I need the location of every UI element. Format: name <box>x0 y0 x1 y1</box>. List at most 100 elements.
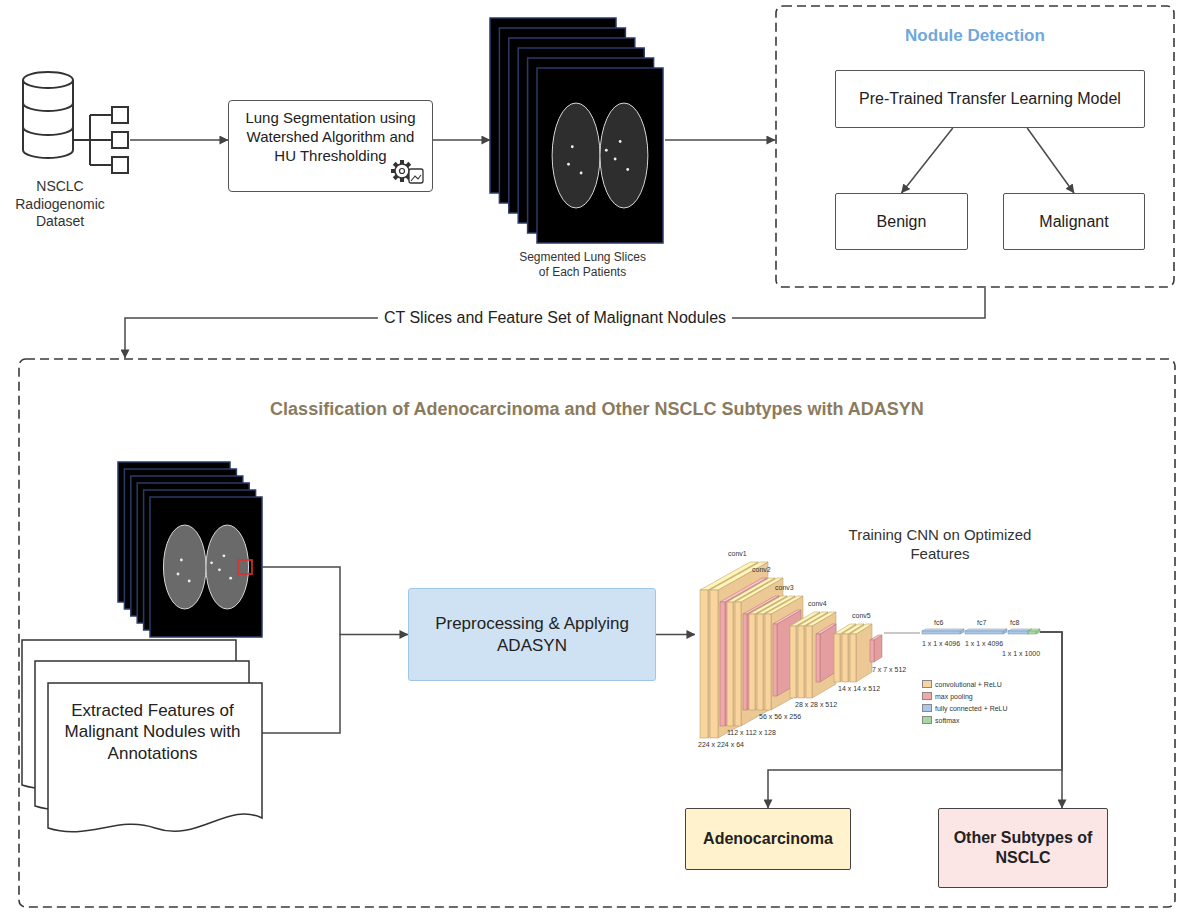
ct-slice <box>537 68 663 243</box>
cylinder-band <box>23 103 73 135</box>
connector-arrow <box>665 139 775 141</box>
vessel-dot <box>210 561 213 564</box>
layer-top <box>850 624 872 634</box>
layer-link <box>884 633 920 634</box>
vessel-dot <box>218 568 221 571</box>
dimension-label: 224 x 224 x 64 <box>698 741 744 748</box>
layer-front <box>727 602 733 726</box>
nodule-marker <box>238 560 252 574</box>
legend-row: convolutional + ReLU <box>922 680 1002 688</box>
image-mountain <box>411 175 421 181</box>
merge-wire <box>262 567 340 635</box>
dimension-label: 14 x 14 x 512 <box>838 685 880 692</box>
node-text: Adenocarcinoma <box>703 829 833 849</box>
group-title: Nodule Detection <box>775 25 1175 46</box>
connector-arrow <box>262 635 408 734</box>
vessel-dot <box>626 168 629 171</box>
tree-square <box>112 132 128 148</box>
legend-text: softmax <box>935 717 960 724</box>
layer-label: conv5 <box>852 612 871 619</box>
legend-text: max pooling <box>935 693 973 700</box>
layer-front <box>798 626 804 698</box>
node-text: Pre-Trained Transfer Learning Model <box>859 89 1121 109</box>
layer-label: conv4 <box>808 600 827 607</box>
vessel-dot <box>605 149 608 152</box>
edge-label: CT Slices and Feature Set of Malignant N… <box>378 308 732 328</box>
vessel-dot <box>188 580 191 583</box>
layer-front <box>757 614 763 710</box>
dimension-label: 56 x 56 x 256 <box>759 713 801 720</box>
tree-square <box>112 157 128 173</box>
gear-hole <box>400 169 405 174</box>
ct-stack-illustration <box>118 462 262 637</box>
connector-arrow <box>656 634 695 636</box>
tree-lines <box>73 115 112 165</box>
group-title: Classification of Adenocarcinoma and Oth… <box>18 398 1176 421</box>
layer-top <box>922 629 964 631</box>
dashed-border <box>776 6 1174 287</box>
connector-arrow <box>1040 632 1062 808</box>
layer-front <box>965 631 1003 634</box>
layer-front <box>816 634 820 682</box>
vessel-dot <box>567 163 570 166</box>
icon-caption: NSCLC Radiogenomic Dataset <box>8 178 112 231</box>
legend-swatch <box>922 692 932 700</box>
layer-top <box>965 629 1007 631</box>
connector-arrow <box>130 139 228 141</box>
legend-row: max pooling <box>922 692 973 700</box>
layer-front <box>1028 631 1036 634</box>
node-text: Benign <box>877 212 927 232</box>
vessel-dot <box>619 140 622 143</box>
image-stack: Segmented Lung Slices of Each Patients <box>490 18 665 288</box>
process-box: Lung Segmentation using Watershed Algori… <box>228 100 433 192</box>
gear-image-icon <box>390 156 426 186</box>
layer-top <box>816 624 836 634</box>
class-box: Benign <box>835 193 968 250</box>
node-text: Malignant <box>1039 212 1108 232</box>
lung-left <box>552 103 600 208</box>
node-text: Training CNN on Optimized Features <box>840 526 1040 564</box>
node-text: Other Subtypes of NSCLC <box>947 828 1099 868</box>
layer-front <box>842 634 848 682</box>
layer-front <box>765 614 771 710</box>
layer-front <box>790 626 796 698</box>
cnn-illustration <box>695 522 1040 750</box>
layer-front <box>850 634 856 682</box>
layer-front <box>1008 631 1028 634</box>
gear-body <box>395 164 409 178</box>
legend-swatch <box>922 680 932 688</box>
cylinder-top <box>23 72 73 88</box>
layer-front <box>749 614 755 710</box>
output-box: Adenocarcinoma <box>685 808 851 870</box>
legend-row: fully connected + ReLU <box>922 704 1008 712</box>
dashed-border <box>19 359 1175 907</box>
legend-row: softmax <box>922 716 960 724</box>
connector-arrow <box>902 128 953 193</box>
lung-right <box>206 525 249 609</box>
ct-slice-stack <box>490 18 665 248</box>
connector-arrow <box>1027 128 1074 193</box>
legend-swatch <box>922 716 932 724</box>
layer-front <box>834 634 840 682</box>
layer-front <box>773 624 777 696</box>
node-text: Preprocessing & Applying ADASYN <box>425 613 639 656</box>
process-box: Preprocessing & Applying ADASYN <box>408 588 656 681</box>
lung-right <box>600 103 648 208</box>
dashed-group: Nodule DetectionPre-Trained Transfer Lea… <box>775 5 1175 288</box>
node-text: Lung Segmentation using Watershed Algori… <box>243 109 418 165</box>
layer-front <box>700 590 708 738</box>
vessel-dot <box>177 573 180 576</box>
vessel-dot <box>180 559 183 562</box>
layer-top <box>1028 629 1040 631</box>
vessel-dot <box>571 145 574 148</box>
database-icon <box>8 70 130 175</box>
vessel-dot <box>223 554 226 557</box>
layer-top <box>806 612 836 626</box>
output-box: Other Subtypes of NSCLC <box>938 808 1108 888</box>
legend-swatch <box>922 704 932 712</box>
layer-front <box>720 602 725 726</box>
dimension-label: 1 x 1 x 4096 <box>965 640 1003 647</box>
